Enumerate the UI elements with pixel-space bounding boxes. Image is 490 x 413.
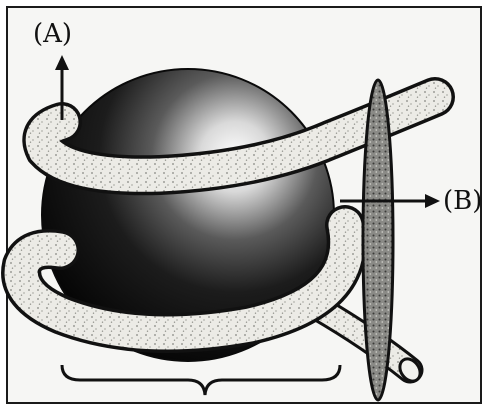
curly-brace <box>62 365 340 395</box>
label-a: (A) <box>33 21 72 47</box>
label-b: (B) <box>443 188 482 214</box>
histone-h1-disc <box>363 80 393 400</box>
